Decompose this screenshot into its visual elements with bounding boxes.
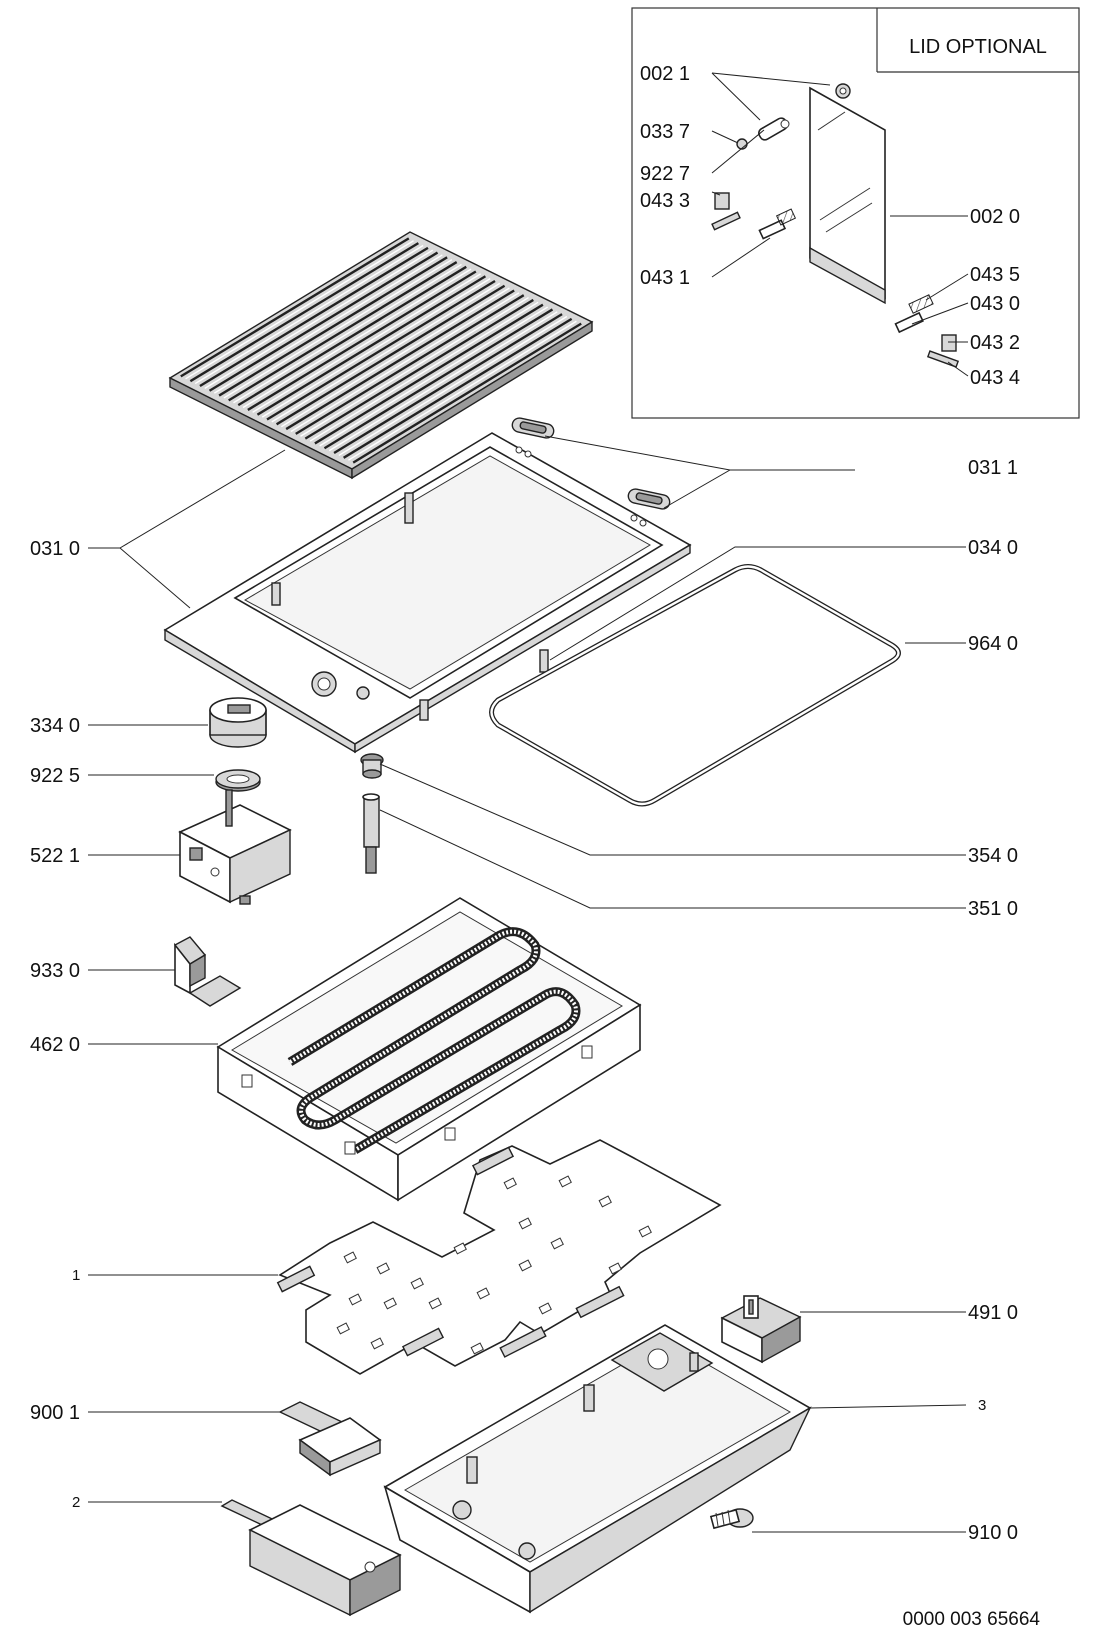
label-1: 1 [72,1267,80,1284]
label-3: 3 [978,1397,986,1414]
label-522-1: 522 1 [30,845,80,867]
terminal-block-icon [720,1295,802,1364]
gasket-pad-icon [511,417,671,510]
heating-element-icon [216,897,642,1202]
label-031-1: 031 1 [968,457,1018,479]
hinge-icon [711,117,960,368]
label-002-0: 002 0 [970,206,1020,228]
switch-bracket-icon [220,1499,402,1617]
label-462-0: 462 0 [30,1034,80,1056]
label-043-1: 043 1 [640,267,690,289]
document-number: 0000 003 65664 [903,1609,1041,1630]
clamp-bracket-icon [278,1401,382,1477]
grill-grate-icon [168,231,594,480]
label-2: 2 [72,1494,80,1511]
cooktop-frame-icon [163,432,692,754]
label-933-0: 933 0 [30,960,80,982]
label-043-4: 043 4 [970,367,1020,389]
base-tray-icon [383,1324,812,1614]
label-031-0: 031 0 [30,538,80,560]
mounting-bracket-icon [173,936,242,1007]
lid-optional-panel: LID OPTIONAL [631,7,1080,419]
label-910-0: 910 0 [968,1522,1018,1544]
label-033-7: 033 7 [640,121,690,143]
label-043-0: 043 0 [970,293,1020,315]
label-002-1: 002 1 [640,63,690,85]
label-351-0: 351 0 [968,898,1018,920]
push-switch-icon [362,793,380,874]
label-900-1: 900 1 [30,1402,80,1424]
ring-icon [215,769,261,792]
glass-lid-icon [809,83,886,305]
label-043-5: 043 5 [970,264,1020,286]
label-043-3: 043 3 [640,190,690,212]
label-922-7: 922 7 [640,163,690,185]
lid-panel-title: LID OPTIONAL [909,36,1047,58]
control-switch-icon [178,789,292,905]
knob-icon [209,697,267,748]
label-034-0: 034 0 [968,537,1018,559]
label-964-0: 964 0 [968,633,1018,655]
screw-icon [709,1508,754,1530]
shield-plate-icon [276,1139,722,1375]
indicator-cap-icon [360,753,384,779]
label-922-5: 922 5 [30,765,80,787]
label-334-0: 334 0 [30,715,80,737]
label-043-2: 043 2 [970,332,1020,354]
label-354-0: 354 0 [968,845,1018,867]
label-491-0: 491 0 [968,1302,1018,1324]
lid-panel-frame [631,7,1080,419]
gasket-icon [489,564,901,807]
